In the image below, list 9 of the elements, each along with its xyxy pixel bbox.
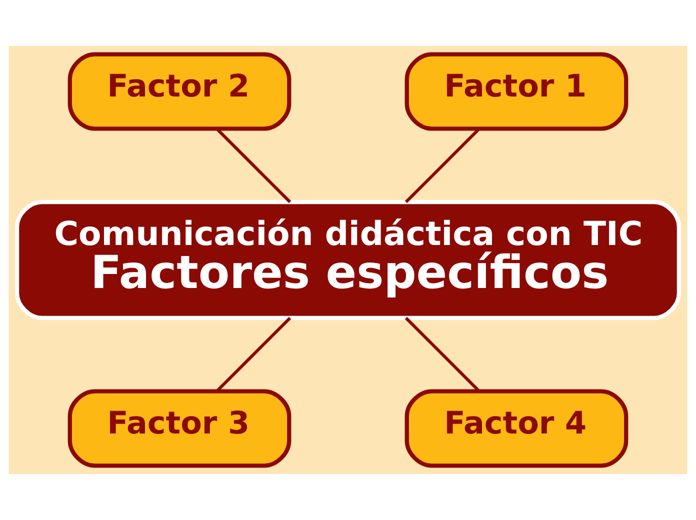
node-box: Factor 3 (68, 389, 292, 468)
connector (216, 128, 292, 204)
node-box: Factor 1 (404, 52, 628, 131)
connector (404, 316, 480, 392)
node-box: Comunicación didáctica con TIC Factores específicos (14, 200, 682, 320)
connector (404, 128, 480, 204)
connector (216, 316, 292, 392)
node-box: Factor 2 (68, 52, 292, 131)
node-box: Factor 4 (404, 389, 628, 468)
